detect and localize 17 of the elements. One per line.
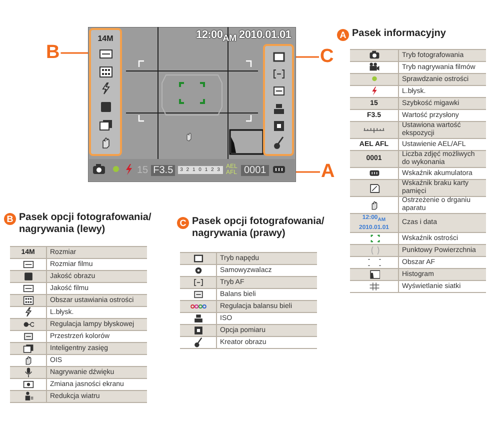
callout-letter: A: [321, 162, 335, 182]
leader-line: [60, 52, 89, 54]
callout-letter: C: [320, 47, 334, 67]
right-option-bar: [263, 44, 294, 156]
leader-line: [295, 171, 320, 173]
aperture-text: F3.5: [151, 164, 176, 176]
size-text: 14M: [98, 34, 114, 43]
shot-count-text: 0001: [240, 164, 270, 176]
info-bar: [89, 159, 295, 181]
callout-letter: B: [46, 43, 60, 63]
section-badge: A: [337, 29, 349, 41]
section-badge: B: [4, 213, 16, 225]
section-badge: C: [177, 217, 189, 229]
left-option-bar: [89, 28, 122, 156]
section-heading: Pasek opcji fotografowania/ nagrywania (prawy): [192, 216, 326, 240]
section-heading: Pasek opcji fotografowania/ nagrywania (lewy): [19, 212, 152, 236]
section-heading: Pasek informacyjny: [352, 28, 447, 40]
